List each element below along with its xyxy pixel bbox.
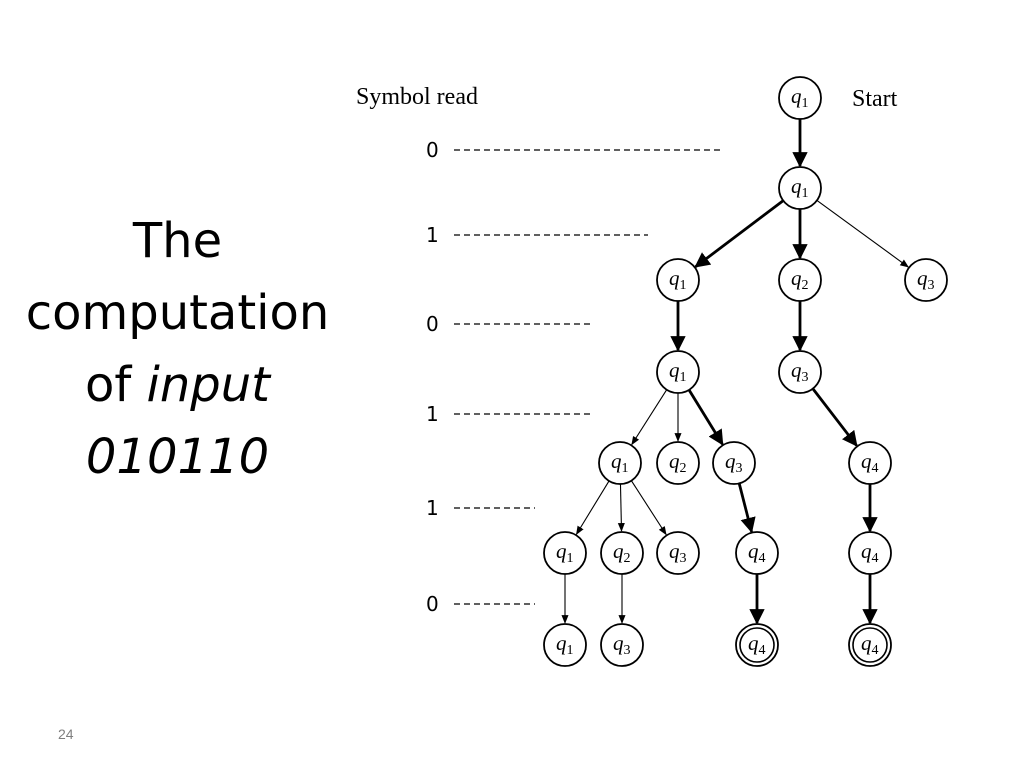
- svg-text:q2: q2: [791, 266, 809, 293]
- edge-n9-n14: [737, 482, 756, 534]
- title-line-2: computation: [25, 285, 330, 341]
- state-node-n4: q3: [904, 258, 948, 302]
- edge-n1-n4: [816, 199, 909, 268]
- svg-text:q4: q4: [748, 539, 766, 566]
- svg-text:q3: q3: [791, 358, 809, 385]
- svg-text:q1: q1: [556, 631, 574, 658]
- state-node-n11: q1: [543, 531, 587, 575]
- state-node-n9: q3: [712, 441, 756, 485]
- state-node-n19: q4: [848, 623, 892, 667]
- tree-nodes: q1 q1 q1 q2 q3 q1 q3 q1 q2 q3 q4 q1 q2 q3 q4 q4 q1 q3 q4 q4: [543, 76, 948, 667]
- symbol-label-2: 1: [426, 223, 439, 247]
- state-node-n6: q3: [778, 350, 822, 394]
- edge-n6-n10: [811, 387, 858, 447]
- title-line-3-italic: input: [146, 357, 270, 413]
- symbol-label-4: 1: [426, 402, 439, 426]
- svg-text:q2: q2: [613, 539, 631, 566]
- svg-text:q1: q1: [611, 449, 629, 476]
- title-line-3-plain: of: [85, 357, 147, 413]
- svg-text:q3: q3: [613, 631, 631, 658]
- state-node-n15: q4: [848, 531, 892, 575]
- state-node-n1: q1: [778, 166, 822, 210]
- state-node-n7: q1: [598, 441, 642, 485]
- state-node-n12: q2: [600, 531, 644, 575]
- symbol-label-1: 0: [426, 138, 439, 162]
- edge-n7-n13: [630, 480, 667, 536]
- svg-text:q4: q4: [861, 631, 879, 658]
- edge-n7-n11: [576, 480, 610, 535]
- title-line-4: 010110: [85, 429, 270, 485]
- state-node-n10: q4: [848, 441, 892, 485]
- state-node-n2: q1: [656, 258, 700, 302]
- state-node-n8: q2: [656, 441, 700, 485]
- edge-n5-n7: [631, 389, 668, 446]
- page-number: 24: [58, 726, 74, 742]
- svg-text:q1: q1: [791, 84, 809, 111]
- state-node-n13: q3: [656, 531, 700, 575]
- symbol-guides: 0 1 0 1 1 0: [426, 138, 722, 616]
- state-node-n18: q4: [735, 623, 779, 667]
- svg-text:q1: q1: [791, 174, 809, 201]
- start-label: Start: [852, 86, 898, 112]
- svg-text:q4: q4: [861, 449, 879, 476]
- svg-text:q2: q2: [669, 449, 687, 476]
- symbol-label-5: 1: [426, 496, 439, 520]
- title-line-3: of input: [0, 349, 355, 421]
- svg-text:q3: q3: [725, 449, 743, 476]
- symbol-label-3: 0: [426, 312, 439, 336]
- state-node-n14: q4: [735, 531, 779, 575]
- svg-text:q1: q1: [556, 539, 574, 566]
- edge-n1-n2: [694, 199, 785, 268]
- edge-n7-n12: [617, 483, 625, 532]
- symbol-label-6: 0: [426, 592, 439, 616]
- state-node-n5: q1: [656, 350, 700, 394]
- svg-text:q3: q3: [917, 266, 935, 293]
- tree-edges: [561, 119, 909, 625]
- title-line-1: The: [132, 213, 223, 269]
- svg-text:q1: q1: [669, 266, 687, 293]
- svg-text:q3: q3: [669, 539, 687, 566]
- edge-n5-n9: [687, 389, 724, 446]
- svg-text:q4: q4: [748, 631, 766, 658]
- state-node-n3: q2: [778, 258, 822, 302]
- state-node-n16: q1: [543, 623, 587, 667]
- state-node-n17: q3: [600, 623, 644, 667]
- slide-title: The computation of input 010110: [0, 205, 355, 493]
- svg-text:q1: q1: [669, 358, 687, 385]
- state-node-n0: q1: [778, 76, 822, 120]
- svg-text:q4: q4: [861, 539, 879, 566]
- symbol-read-header: Symbol read: [356, 84, 478, 110]
